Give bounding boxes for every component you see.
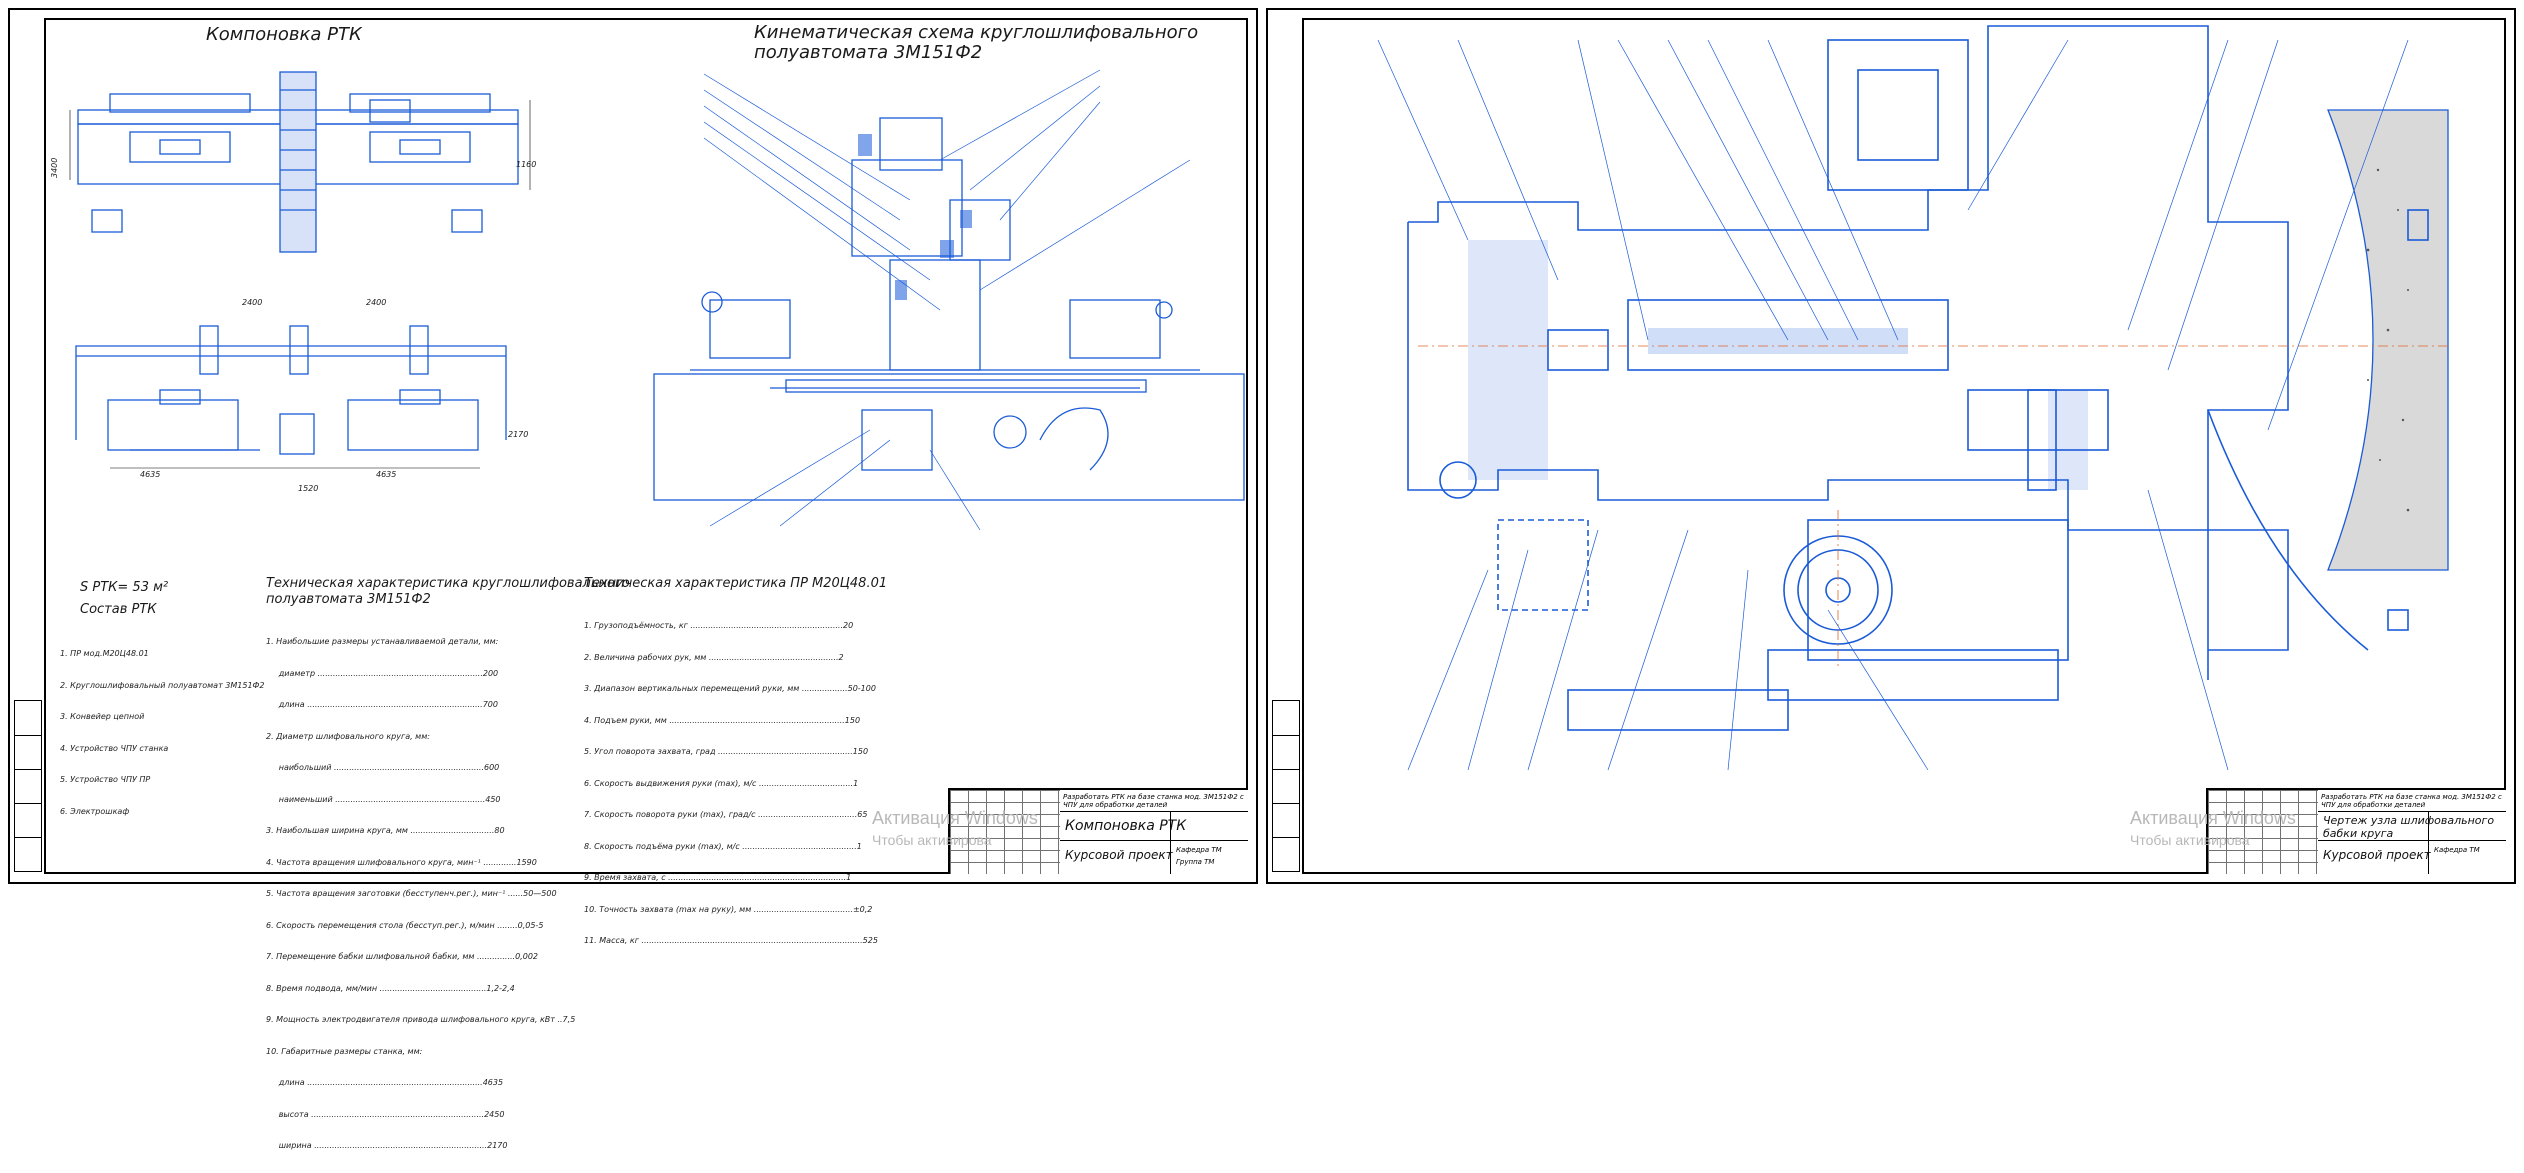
layout-title: Компоновка РТК xyxy=(206,24,362,45)
robot-spec-line: 4. Подъем руки, мм .....................… xyxy=(584,715,861,725)
robot-spec-line: 3. Диапазон вертикальных перемещений рук… xyxy=(584,684,876,693)
title-block-title-line2: бабки круга xyxy=(2323,827,2394,840)
title-block-subtitle: Курсовой проект xyxy=(1065,848,1173,862)
robot-spec-line: 11. Масса, кг ..........................… xyxy=(584,936,878,945)
machine-spec-line: наибольший .............................… xyxy=(266,763,500,772)
machine-spec-line: 4. Частота вращения шлифовального круга,… xyxy=(266,857,537,867)
drawing-sheet-layout: Компоновка РТК Кинематическая схема круг… xyxy=(8,8,1258,1150)
title-block: Разработать РТК на базе станка мод. 3М15… xyxy=(2206,788,2506,874)
robot-spec-line: 2. Величина рабочих рук, мм ............… xyxy=(584,652,844,662)
kinematic-title-line2: полуавтомата 3М151Ф2 xyxy=(754,42,983,63)
machine-spec-line: 3. Наибольшая ширина круга, мм .........… xyxy=(266,826,505,835)
dim-bottom2: 4635 xyxy=(376,470,397,479)
rtc-area: S РТК= 53 м² xyxy=(80,580,169,595)
wheel-head-assembly-drawing xyxy=(1377,25,2449,771)
robot-spec-line: 10. Точность захвата (max на руку), мм .… xyxy=(584,904,873,914)
dim-bottom1: 4635 xyxy=(140,470,161,479)
composition-item: 4. Устройство ЧПУ станка xyxy=(60,743,169,753)
robot-spec-line: 9. Время захвата, с ....................… xyxy=(584,873,852,882)
machine-spec-line: 5. Частота вращения заготовки (бесступен… xyxy=(266,889,557,898)
title-block: Разработать РТК на базе станка мод. 3М15… xyxy=(948,788,1248,874)
robot-spec-line: 6. Скорость выдвижения руки (max), м/с .… xyxy=(584,778,859,788)
machine-spec-list: 1. Наибольшие размеры устанавливаемой де… xyxy=(266,616,575,1173)
composition-item: 2. Круглошлифовальный полуавтомат 3М151Ф… xyxy=(60,680,265,690)
activation-watermark-text: Чтобы активировать Windows, перейдите в … xyxy=(872,832,992,848)
title-block-org: Кафедра ТМ xyxy=(1176,846,1222,854)
title-block-title-line1: Чертеж узла шлифовального xyxy=(2323,814,2495,827)
side-strip xyxy=(14,700,42,872)
machine-spec-line: 6. Скорость перемещения стола (бесступ.р… xyxy=(266,920,544,930)
composition-item: 6. Электрошкаф xyxy=(60,806,130,816)
dim-mid: 2400 xyxy=(242,298,263,307)
title-block-title: Компоновка РТК xyxy=(1065,818,1187,834)
composition-item: 3. Конвейер цепной xyxy=(60,712,145,721)
title-block-org: Кафедра ТМ xyxy=(2434,846,2480,854)
side-strip xyxy=(1272,700,1300,872)
machine-spec-line: 8. Время подвода, мм/мин ...............… xyxy=(266,983,515,993)
sheet-frame xyxy=(1302,18,2506,874)
activation-watermark-title: Активация Windows xyxy=(872,808,1038,828)
title-block-code: Разработать РТК на базе станка мод. 3М15… xyxy=(1060,790,1248,812)
machine-spec-line: диаметр ................................… xyxy=(266,668,499,678)
dim-mid2: 2400 xyxy=(366,298,387,307)
sheet-frame xyxy=(44,18,1248,874)
machine-spec-line: наименьший .............................… xyxy=(266,794,501,804)
title-block-group: Группа ТМ xyxy=(1176,858,1215,866)
kinematic-title-line1: Кинематическая схема круглошлифовального xyxy=(754,22,1199,43)
dim-side: 2170 xyxy=(508,430,529,439)
activation-watermark-text: Чтобы активировать Windows, перейдите в … xyxy=(2130,832,2250,848)
machine-spec-line: 7. Перемещение бабки шлифовальной бабки,… xyxy=(266,952,538,961)
composition-item: 1. ПР мод.М20Ц48.01 xyxy=(60,649,149,658)
machine-spec-title-line1: Техническая характеристика круглошлифова… xyxy=(266,576,630,591)
machine-spec-line: длина ..................................… xyxy=(266,700,498,709)
drawing-sheet-assembly: Разработать РТК на базе станка мод. 3М15… xyxy=(1266,8,2516,884)
composition-item: 5. Устройство ЧПУ ПР xyxy=(60,775,151,784)
dim-top: 1160 xyxy=(516,160,537,169)
dim-bottom3: 1520 xyxy=(298,484,319,493)
machine-spec-title-line2: полуавтомата 3М151Ф2 xyxy=(266,592,431,607)
composition-list: 1. ПР мод.М20Ц48.01 2. Круглошлифовальны… xyxy=(60,628,265,838)
composition-title: Состав РТК xyxy=(80,602,157,617)
machine-spec-line: длина ..................................… xyxy=(266,1078,504,1087)
activation-watermark-title: Активация Windows xyxy=(2130,808,2296,828)
robot-spec-list: 1. Грузоподъёмность, кг ................… xyxy=(584,600,878,968)
robot-spec-title: Техническая характеристика ПР М20Ц48.01 xyxy=(584,576,888,591)
machine-spec-line: 9. Мощность электродвигателя привода шли… xyxy=(266,1015,576,1024)
dim-left: 3400 xyxy=(50,157,59,178)
robot-spec-line: 1. Грузоподъёмность, кг ................… xyxy=(584,621,854,630)
title-block-code: Разработать РТК на базе станка мод. 3М15… xyxy=(2318,790,2506,812)
title-block-subtitle: Курсовой проект xyxy=(2323,848,2431,862)
machine-spec-line: 1. Наибольшие размеры устанавливаемой де… xyxy=(266,637,499,646)
robot-spec-line: 7. Скорость поворота руки (max), град/с … xyxy=(584,810,868,819)
robot-spec-line: 5. Угол поворота захвата, град .........… xyxy=(584,747,869,756)
layout-and-kinematic-drawing xyxy=(69,69,1245,531)
machine-spec-line: высота .................................… xyxy=(266,1109,505,1119)
robot-spec-line: 8. Скорость подъёма руки (max), м/с ....… xyxy=(584,841,862,851)
machine-spec-line: 10. Габаритные размеры станка, мм: xyxy=(266,1046,423,1056)
machine-spec-line: 2. Диаметр шлифовального круга, мм: xyxy=(266,731,430,741)
machine-spec-line: ширина .................................… xyxy=(266,1141,508,1150)
